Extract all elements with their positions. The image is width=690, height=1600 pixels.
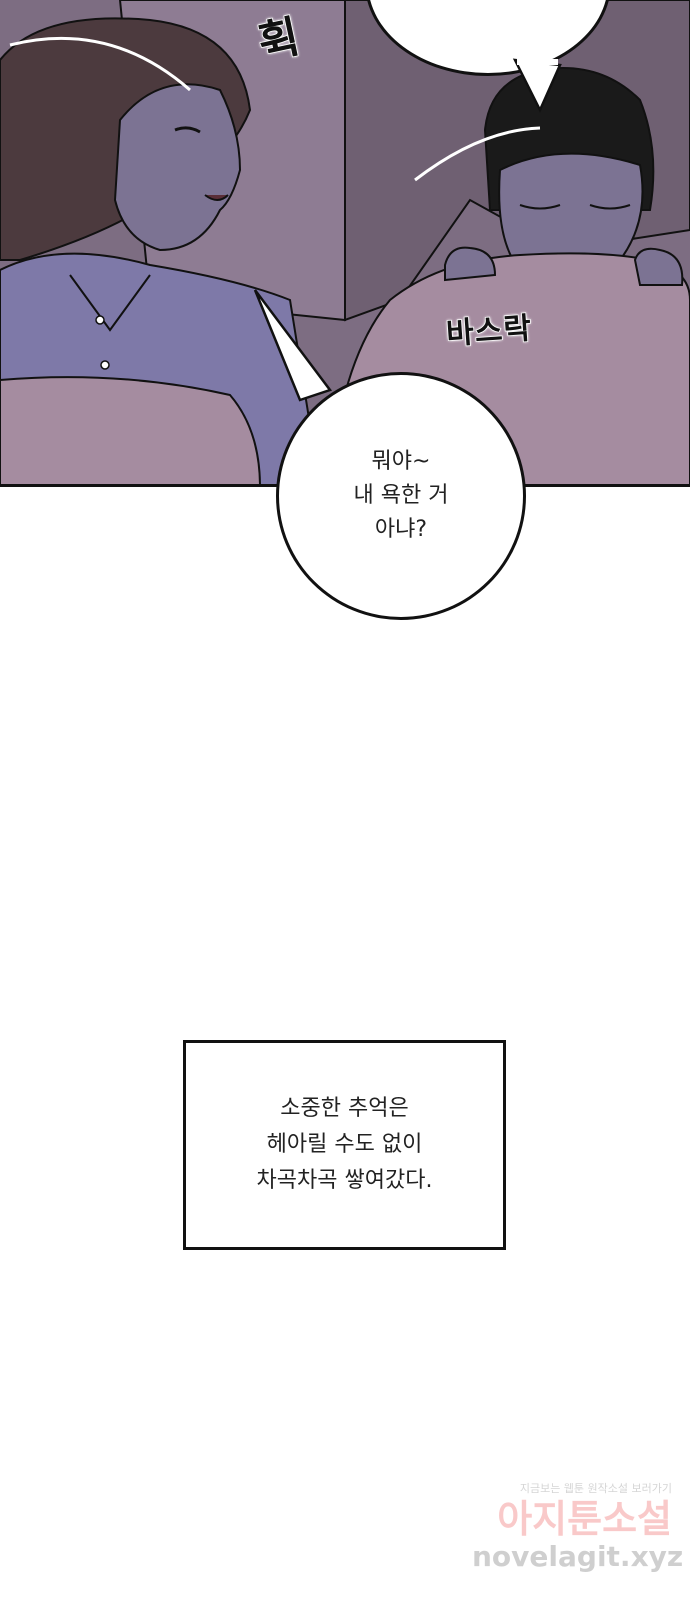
watermark-url: novelagit.xyz: [472, 1540, 684, 1573]
caption-line-3: 차곡차곡 쌓여갔다.: [256, 1168, 433, 1193]
speech-line-3: 아냐?: [374, 517, 428, 542]
caption-line-2: 헤아릴 수도 없이: [266, 1132, 423, 1157]
speech-line-2: 내 욕한 거: [353, 483, 449, 508]
watermark-logo-text: 아지툰소설: [497, 1497, 672, 1541]
speech-line-1: 뭐야~: [371, 449, 431, 474]
speech-bubble: 뭐야~ 내 욕한 거 아냐?: [276, 372, 526, 620]
watermark-tagline: 지금보는 웹툰 원작소설 보러가기: [519, 1482, 672, 1495]
watermark: 지금보는 웹툰 원작소설 보러가기 아지툰소설 novelagit.xyz: [472, 1480, 684, 1573]
sfx-rustle: 바스락: [444, 310, 534, 352]
caption-line-1: 소중한 추억은: [280, 1096, 409, 1121]
narration-caption-box: 소중한 추억은 헤아릴 수도 없이 차곡차곡 쌓여갔다.: [183, 1040, 506, 1250]
